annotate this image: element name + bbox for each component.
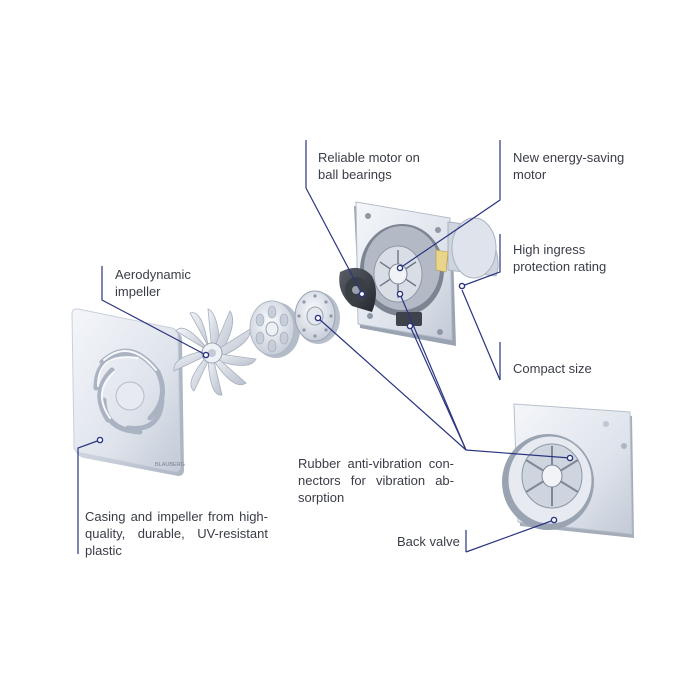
- rear-fan-unit: [502, 403, 634, 538]
- front-casing: BLAUBERG: [71, 308, 185, 476]
- callout-casing-line-3: plastic: [85, 543, 122, 558]
- callout-compact: Compact size: [513, 360, 592, 377]
- leader-compact: [461, 289, 501, 381]
- callout-energy-saving-line-1: New energy-saving: [513, 150, 625, 165]
- leader-rubber-c: [399, 293, 467, 451]
- leader-casing: [77, 439, 101, 554]
- callout-reliable-motor-line-2: ball bearings: [318, 167, 392, 182]
- callout-back-valve-line-1: Back valve: [397, 534, 460, 549]
- leader-rubber-c-dot: [396, 290, 404, 298]
- leader-rubber-d-dot: [566, 454, 574, 462]
- leader-rubber-a: [317, 317, 467, 451]
- leader-rubber-b-dot: [406, 322, 414, 330]
- callout-rubber-line-2: nectors for vibration ab-: [298, 473, 454, 488]
- callout-compact-line-1: Compact size: [513, 361, 592, 376]
- callout-ingress-line-2: protection rating: [513, 259, 607, 274]
- leader-impeller-dot: [202, 351, 210, 359]
- leader-impeller: [101, 266, 207, 356]
- callout-ingress: High ingress protection rating: [513, 241, 606, 275]
- callout-impeller-line-1: Aerodynamic: [115, 267, 191, 282]
- callout-casing-line-2: quality, durable, UV-resistant: [85, 526, 268, 541]
- fan-plate-disc: [249, 300, 300, 358]
- callout-rubber-line-3: sorption: [298, 490, 345, 505]
- leader-back-valve-dot: [550, 516, 558, 524]
- leader-ingress-dot: [458, 282, 466, 290]
- leader-energy-saving: [399, 140, 501, 269]
- callout-reliable-motor-line-1: Reliable motor on: [318, 150, 420, 165]
- callout-energy-saving-line-2: motor: [513, 167, 547, 182]
- callout-casing-line-1: Casing and impeller from high-: [85, 509, 268, 524]
- leader-reliable-motor: [305, 140, 363, 295]
- motor-assembly: [339, 201, 499, 346]
- impeller: [173, 308, 257, 396]
- leader-ingress: [461, 234, 501, 287]
- leader-rubber-d: [465, 449, 571, 459]
- leader-reliable-motor-dot: [358, 290, 366, 298]
- callout-impeller-line-2: impeller: [115, 284, 161, 299]
- leader-back-valve: [465, 519, 555, 553]
- callout-rubber-line-1: Rubber anti-vibration con-: [298, 456, 454, 471]
- leader-lines: [77, 140, 574, 554]
- callout-rubber: Rubber anti-vibration con- nectors for v…: [298, 455, 454, 506]
- leader-casing-dot: [96, 436, 104, 444]
- leader-rubber-a-dot: [314, 314, 322, 322]
- brand-logo: BLAUBERG: [155, 462, 185, 468]
- callout-casing: Casing and impeller from high- quality, …: [85, 508, 268, 559]
- leader-energy-saving-dot: [396, 264, 404, 272]
- callout-back-valve: Back valve: [397, 533, 460, 550]
- callout-reliable-motor: Reliable motor on ball bearings: [318, 149, 420, 183]
- callout-impeller: Aerodynamic impeller: [115, 266, 191, 300]
- callout-energy-saving: New energy-saving motor: [513, 149, 624, 183]
- callout-ingress-line-1: High ingress: [513, 242, 586, 257]
